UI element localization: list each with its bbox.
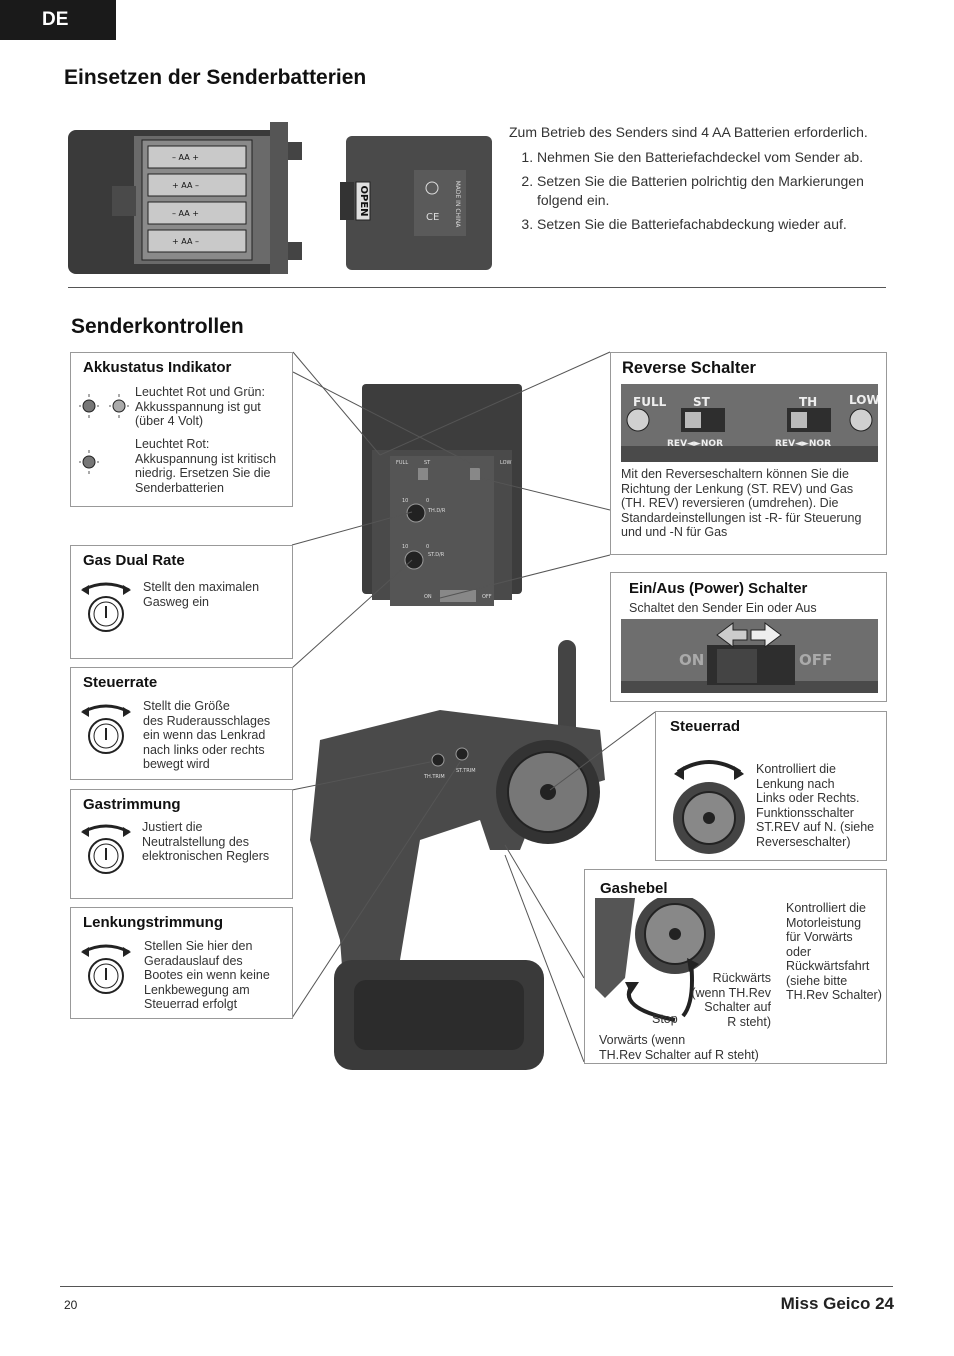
reverse-switch-panel: FULL ST TH LOW REV◄►NOR REV◄►NOR bbox=[621, 384, 878, 462]
footer-title: Miss Geico 24 bbox=[780, 1294, 894, 1313]
power-switch-box: Ein/Aus (Power) Schalter Schaltet den Se… bbox=[610, 572, 887, 702]
page-number: 20 bbox=[64, 1298, 78, 1312]
tx-label-st: ST bbox=[424, 460, 431, 466]
steuerrad-title: Steuerrad bbox=[670, 718, 741, 735]
svg-text:+ AA –: + AA – bbox=[172, 237, 199, 246]
battery-step-1: Nehmen Sie den Batteriefachdeckel vom Se… bbox=[537, 148, 889, 167]
svg-text:+ AA –: + AA – bbox=[172, 181, 199, 190]
battery-step-2: Setzen Sie die Batterien polrichtig den … bbox=[537, 172, 889, 210]
battery-intro: Zum Betrieb des Senders sind 4 AA Batter… bbox=[509, 124, 868, 140]
power-label-on: ON bbox=[679, 651, 704, 669]
power-switch-text: Schaltet den Sender Ein oder Aus bbox=[629, 601, 817, 615]
steuerrate-title: Steuerrate bbox=[83, 674, 158, 691]
power-switch-panel: ON OFF bbox=[621, 619, 878, 693]
section-title-battery: Einsetzen der Senderbatterien bbox=[64, 66, 367, 89]
reverse-label-low: LOW bbox=[849, 393, 878, 407]
tx-label-ten-b: 10 bbox=[402, 544, 408, 550]
akku-status-good-text: Leuchtet Rot und Grün:Akkusspannung ist … bbox=[135, 385, 265, 428]
battery-instructions: Zum Betrieb des Senders sind 4 AA Batter… bbox=[509, 123, 889, 239]
section-title-controls: Senderkontrollen bbox=[71, 315, 244, 338]
dial-knob-icon bbox=[81, 582, 131, 632]
gastrimmung-title: Gastrimmung bbox=[83, 796, 181, 813]
tx-label-thtrim: TH.TRIM bbox=[423, 774, 445, 780]
tx-label-ten-a: 10 bbox=[402, 498, 408, 504]
transmitter-illustration: FULL ST LOW 10 0 TH.D/R 10 0 ST.D/R ON O… bbox=[310, 384, 605, 1070]
tx-label-zero-b: 0 bbox=[426, 544, 429, 550]
dial-knob-icon bbox=[81, 704, 131, 754]
tx-label-on: ON bbox=[424, 594, 432, 600]
reverse-switch-title: Reverse Schalter bbox=[622, 359, 756, 377]
power-label-off: OFF bbox=[799, 651, 832, 669]
led-red-green-icon bbox=[79, 394, 129, 418]
gashebel-title: Gashebel bbox=[600, 880, 668, 897]
tx-label-sttrim: ST.TRIM bbox=[456, 768, 476, 774]
reverse-label-full: FULL bbox=[633, 395, 667, 409]
reverse-label-revnor-th: REV◄►NOR bbox=[775, 439, 831, 449]
reverse-label-revnor-st: REV◄►NOR bbox=[667, 439, 723, 449]
tx-label-stdr: ST.D/R bbox=[428, 552, 445, 558]
tx-label-low: LOW bbox=[500, 460, 512, 466]
dial-knob-icon bbox=[81, 944, 131, 994]
svg-text:– AA +: – AA + bbox=[172, 209, 199, 218]
cover-open-label: OPEN bbox=[358, 185, 369, 216]
reverse-label-st: ST bbox=[693, 395, 711, 409]
section-divider bbox=[68, 287, 886, 288]
tx-label-off: OFF bbox=[482, 594, 492, 600]
dial-knob-icon bbox=[81, 824, 131, 874]
footer-rule bbox=[60, 1286, 893, 1287]
akku-status-title: Akkustatus Indikator bbox=[83, 359, 232, 376]
reverse-label-th: TH bbox=[799, 395, 817, 409]
gashebel-stop-text: Stop bbox=[652, 1012, 678, 1026]
tx-label-full: FULL bbox=[396, 460, 408, 466]
reverse-switch-box: Reverse Schalter FULL ST TH LOW REV◄►NOR… bbox=[610, 352, 887, 555]
battery-illustration: – AA + + AA – – AA + + AA – OPEN MADE IN… bbox=[68, 122, 492, 274]
battery-step-3: Setzen Sie die Batteriefachabdeckung wie… bbox=[537, 215, 889, 234]
throttle-trigger-icon bbox=[595, 898, 735, 1022]
cover-made-label: MADE IN CHINA bbox=[454, 181, 461, 229]
lenkungstrimmung-title: Lenkungstrimmung bbox=[83, 914, 224, 931]
language-tab: DE bbox=[0, 0, 116, 40]
tx-label-thdr: TH.D/R bbox=[427, 508, 446, 514]
tx-label-zero-a: 0 bbox=[426, 498, 429, 504]
svg-text:CE: CE bbox=[426, 212, 439, 223]
power-switch-title: Ein/Aus (Power) Schalter bbox=[629, 580, 808, 597]
gas-dual-rate-title: Gas Dual Rate bbox=[83, 552, 185, 569]
led-red-icon bbox=[79, 450, 99, 474]
steering-wheel-icon bbox=[673, 760, 745, 854]
svg-text:– AA +: – AA + bbox=[172, 153, 199, 162]
akku-status-box: Akkustatus Indikator Leuchtet Rot und Gr… bbox=[70, 352, 293, 507]
